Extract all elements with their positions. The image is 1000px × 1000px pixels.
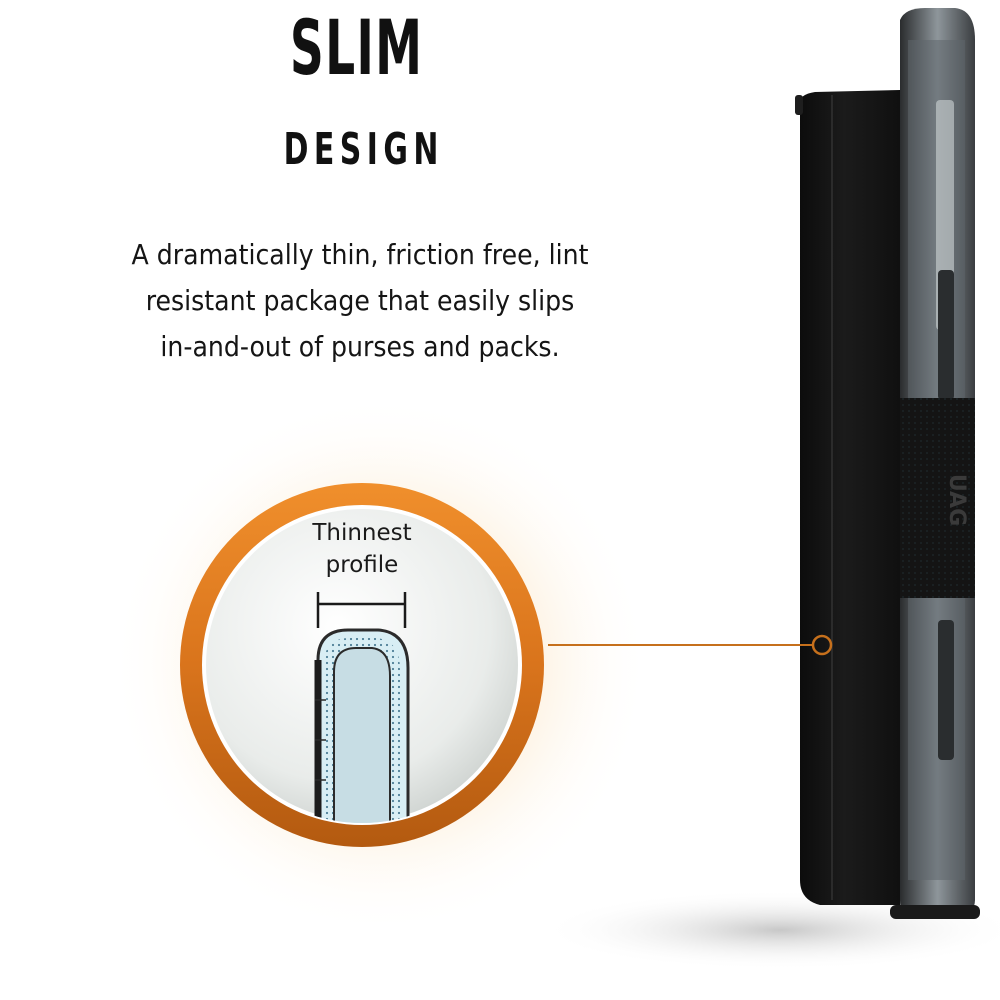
description-line: in-and-out of purses and packs. xyxy=(160,330,560,363)
headline-design: DESIGN xyxy=(283,124,444,175)
folio-cover xyxy=(799,90,900,905)
case-bottom-edge xyxy=(890,905,980,919)
cover-tab xyxy=(795,95,803,115)
thickness-dimension xyxy=(316,592,407,628)
strap-texture xyxy=(900,398,975,598)
profile-label: profile xyxy=(326,552,399,578)
side-button xyxy=(938,620,954,760)
callout-dot xyxy=(811,634,833,656)
tablet-edge xyxy=(333,647,391,823)
floor-shadow xyxy=(540,890,1000,970)
headline-slim: SLIM xyxy=(289,3,424,92)
cross-section-detail xyxy=(314,628,410,823)
feature-description: A dramatically thin, friction free, lint… xyxy=(108,232,612,370)
description-line: A dramatically thin, friction free, lint xyxy=(131,238,589,271)
uag-logo: UAG xyxy=(944,474,969,526)
description-line: resistant package that easily slips xyxy=(145,284,575,317)
thinnest-label: Thinnest xyxy=(311,520,411,546)
volume-button xyxy=(938,270,954,400)
tablet-case: UAG xyxy=(795,8,980,919)
